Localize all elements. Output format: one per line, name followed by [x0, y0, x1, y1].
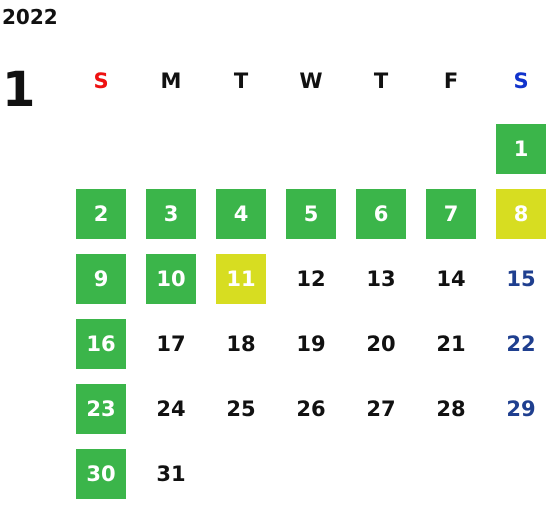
- day-cell-13[interactable]: 13: [366, 267, 396, 291]
- day-cell-18[interactable]: 18: [226, 332, 256, 356]
- day-cell-11[interactable]: 11: [216, 254, 266, 304]
- year-label: 2022: [2, 5, 58, 29]
- day-cell-23[interactable]: 23: [76, 384, 126, 434]
- weekday-header-wednesday: W: [299, 69, 323, 93]
- day-cell-14[interactable]: 14: [436, 267, 466, 291]
- day-cell-10[interactable]: 10: [146, 254, 196, 304]
- weekday-header-monday: M: [160, 69, 182, 93]
- day-cell-9[interactable]: 9: [76, 254, 126, 304]
- day-cell-30[interactable]: 30: [76, 449, 126, 499]
- weekday-header-sunday: S: [93, 69, 109, 93]
- day-cell-28[interactable]: 28: [436, 397, 466, 421]
- day-cell-29[interactable]: 29: [506, 397, 536, 421]
- day-cell-19[interactable]: 19: [296, 332, 326, 356]
- day-cell-6[interactable]: 6: [356, 189, 406, 239]
- day-cell-25[interactable]: 25: [226, 397, 256, 421]
- day-cell-26[interactable]: 26: [296, 397, 326, 421]
- day-cell-3[interactable]: 3: [146, 189, 196, 239]
- day-cell-8[interactable]: 8: [496, 189, 546, 239]
- day-cell-20[interactable]: 20: [366, 332, 396, 356]
- day-cell-12[interactable]: 12: [296, 267, 326, 291]
- day-cell-22[interactable]: 22: [506, 332, 536, 356]
- day-cell-2[interactable]: 2: [76, 189, 126, 239]
- day-cell-27[interactable]: 27: [366, 397, 396, 421]
- day-cell-5[interactable]: 5: [286, 189, 336, 239]
- weekday-header-friday: F: [443, 69, 459, 93]
- day-cell-7[interactable]: 7: [426, 189, 476, 239]
- weekday-header-thursday: T: [373, 69, 389, 93]
- weekday-header-tuesday: T: [233, 69, 249, 93]
- day-cell-16[interactable]: 16: [76, 319, 126, 369]
- weekday-header-saturday: S: [513, 69, 529, 93]
- day-cell-15[interactable]: 15: [506, 267, 536, 291]
- day-cell-24[interactable]: 24: [156, 397, 186, 421]
- day-cell-21[interactable]: 21: [436, 332, 466, 356]
- day-cell-17[interactable]: 17: [156, 332, 186, 356]
- month-label: 1: [2, 62, 36, 118]
- day-cell-4[interactable]: 4: [216, 189, 266, 239]
- day-cell-1[interactable]: 1: [496, 124, 546, 174]
- day-cell-31[interactable]: 31: [156, 462, 186, 486]
